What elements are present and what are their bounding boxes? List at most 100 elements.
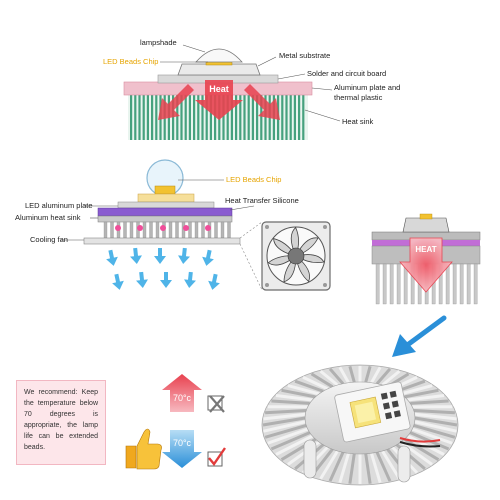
radial-fin xyxy=(310,372,334,389)
radial-fin xyxy=(413,409,455,415)
airflow-arrows xyxy=(106,247,220,290)
radial-fin xyxy=(414,416,458,427)
check-mark xyxy=(207,447,226,467)
thumbs-up-icon xyxy=(125,428,162,470)
radial-fin xyxy=(403,437,440,461)
fin xyxy=(205,95,208,140)
fin xyxy=(220,221,225,239)
fin xyxy=(172,95,175,140)
fin xyxy=(201,95,204,140)
radial-fin xyxy=(364,365,372,383)
airflow-arrow xyxy=(160,272,172,288)
fin xyxy=(151,95,154,140)
radial-fin xyxy=(275,394,313,402)
label-heat-sink-1: Heat sink xyxy=(342,117,374,126)
fin xyxy=(214,221,218,239)
radial-fin xyxy=(287,384,320,396)
airflow-arrow xyxy=(136,271,148,288)
radial-fin xyxy=(328,451,345,482)
fin xyxy=(110,221,114,239)
fin xyxy=(382,263,387,305)
fin xyxy=(194,221,199,239)
radial-fin xyxy=(265,409,307,415)
radial-fin xyxy=(271,399,310,405)
cross-mark xyxy=(207,395,225,413)
fin xyxy=(466,263,471,305)
radial-fin xyxy=(275,434,314,456)
label-thermal-plastic: thermal plastic xyxy=(334,93,383,102)
airflow-arrow xyxy=(208,273,220,290)
fin xyxy=(230,95,233,140)
heat-label-3: HEAT xyxy=(415,245,436,254)
radial-fin xyxy=(407,394,445,402)
fin xyxy=(293,95,296,140)
fin xyxy=(129,221,134,239)
heat-transfer-silicone xyxy=(97,207,233,217)
led-aluminum-plate xyxy=(117,201,215,209)
radial-fin xyxy=(319,450,339,480)
radial-fin xyxy=(281,388,316,399)
radial-fin xyxy=(375,451,392,482)
radial-fin xyxy=(364,453,372,484)
heat-label-1: Heat xyxy=(209,84,229,94)
radial-fin xyxy=(400,384,433,396)
radial-fin xyxy=(381,369,401,387)
low-temp-value: 70°c xyxy=(173,438,192,448)
airflow-arrow xyxy=(202,249,214,266)
fin xyxy=(188,221,192,239)
heat-dots xyxy=(115,225,211,231)
fin xyxy=(123,221,127,239)
fin xyxy=(260,95,263,140)
fin xyxy=(155,221,160,239)
radial-fin xyxy=(370,366,382,384)
fin xyxy=(130,95,133,140)
recommendation-text: We recommend: Keep the temperature below… xyxy=(24,389,98,451)
airflow-arrow xyxy=(112,273,124,290)
zoom-lines xyxy=(239,221,263,291)
led-chip-3 xyxy=(419,213,433,220)
aluminum-heat-sink xyxy=(97,215,233,223)
airflow-arrow xyxy=(178,247,190,264)
radial-fin xyxy=(328,367,345,385)
radial-fin xyxy=(413,424,456,439)
fin xyxy=(285,95,288,140)
radial-fin xyxy=(369,452,382,484)
fin xyxy=(264,95,267,140)
fin xyxy=(175,221,179,239)
radial-fin xyxy=(338,366,350,384)
radial-fin xyxy=(381,450,401,480)
radial-fin xyxy=(319,369,339,387)
fan-image xyxy=(261,221,331,291)
fin xyxy=(176,95,179,140)
fin xyxy=(452,263,457,305)
fin xyxy=(239,95,242,140)
radial-fin xyxy=(375,367,392,385)
blue-pointer-arrow xyxy=(392,315,447,357)
radial-fin xyxy=(411,427,453,445)
low-temp-arrow: 70°c xyxy=(162,430,202,468)
fin xyxy=(289,95,292,140)
cooling-fan-bar xyxy=(83,237,241,245)
substrate-3 xyxy=(402,217,450,233)
radial-fin xyxy=(414,420,457,433)
label-heat-transfer-silicone: Heat Transfer Silicone xyxy=(225,196,299,205)
label-led-aluminum-plate: LED aluminum plate xyxy=(25,201,93,210)
fin xyxy=(184,95,187,140)
radial-fin xyxy=(263,420,306,433)
airflow-arrow xyxy=(106,249,118,266)
radial-fin xyxy=(414,412,457,421)
radial-fin xyxy=(267,427,309,445)
fin xyxy=(188,95,191,140)
fin xyxy=(103,221,108,239)
fin xyxy=(302,95,305,140)
fin xyxy=(142,95,145,140)
radial-fin xyxy=(348,365,356,383)
fin xyxy=(227,221,231,239)
fin xyxy=(214,95,217,140)
diagram-3-heat-cross-section: HEAT xyxy=(371,213,481,305)
label-aluminum-plate: Aluminum plate and xyxy=(334,83,400,92)
fin xyxy=(235,95,238,140)
radial-fin xyxy=(263,412,306,421)
leader-lines-2 xyxy=(60,179,255,241)
